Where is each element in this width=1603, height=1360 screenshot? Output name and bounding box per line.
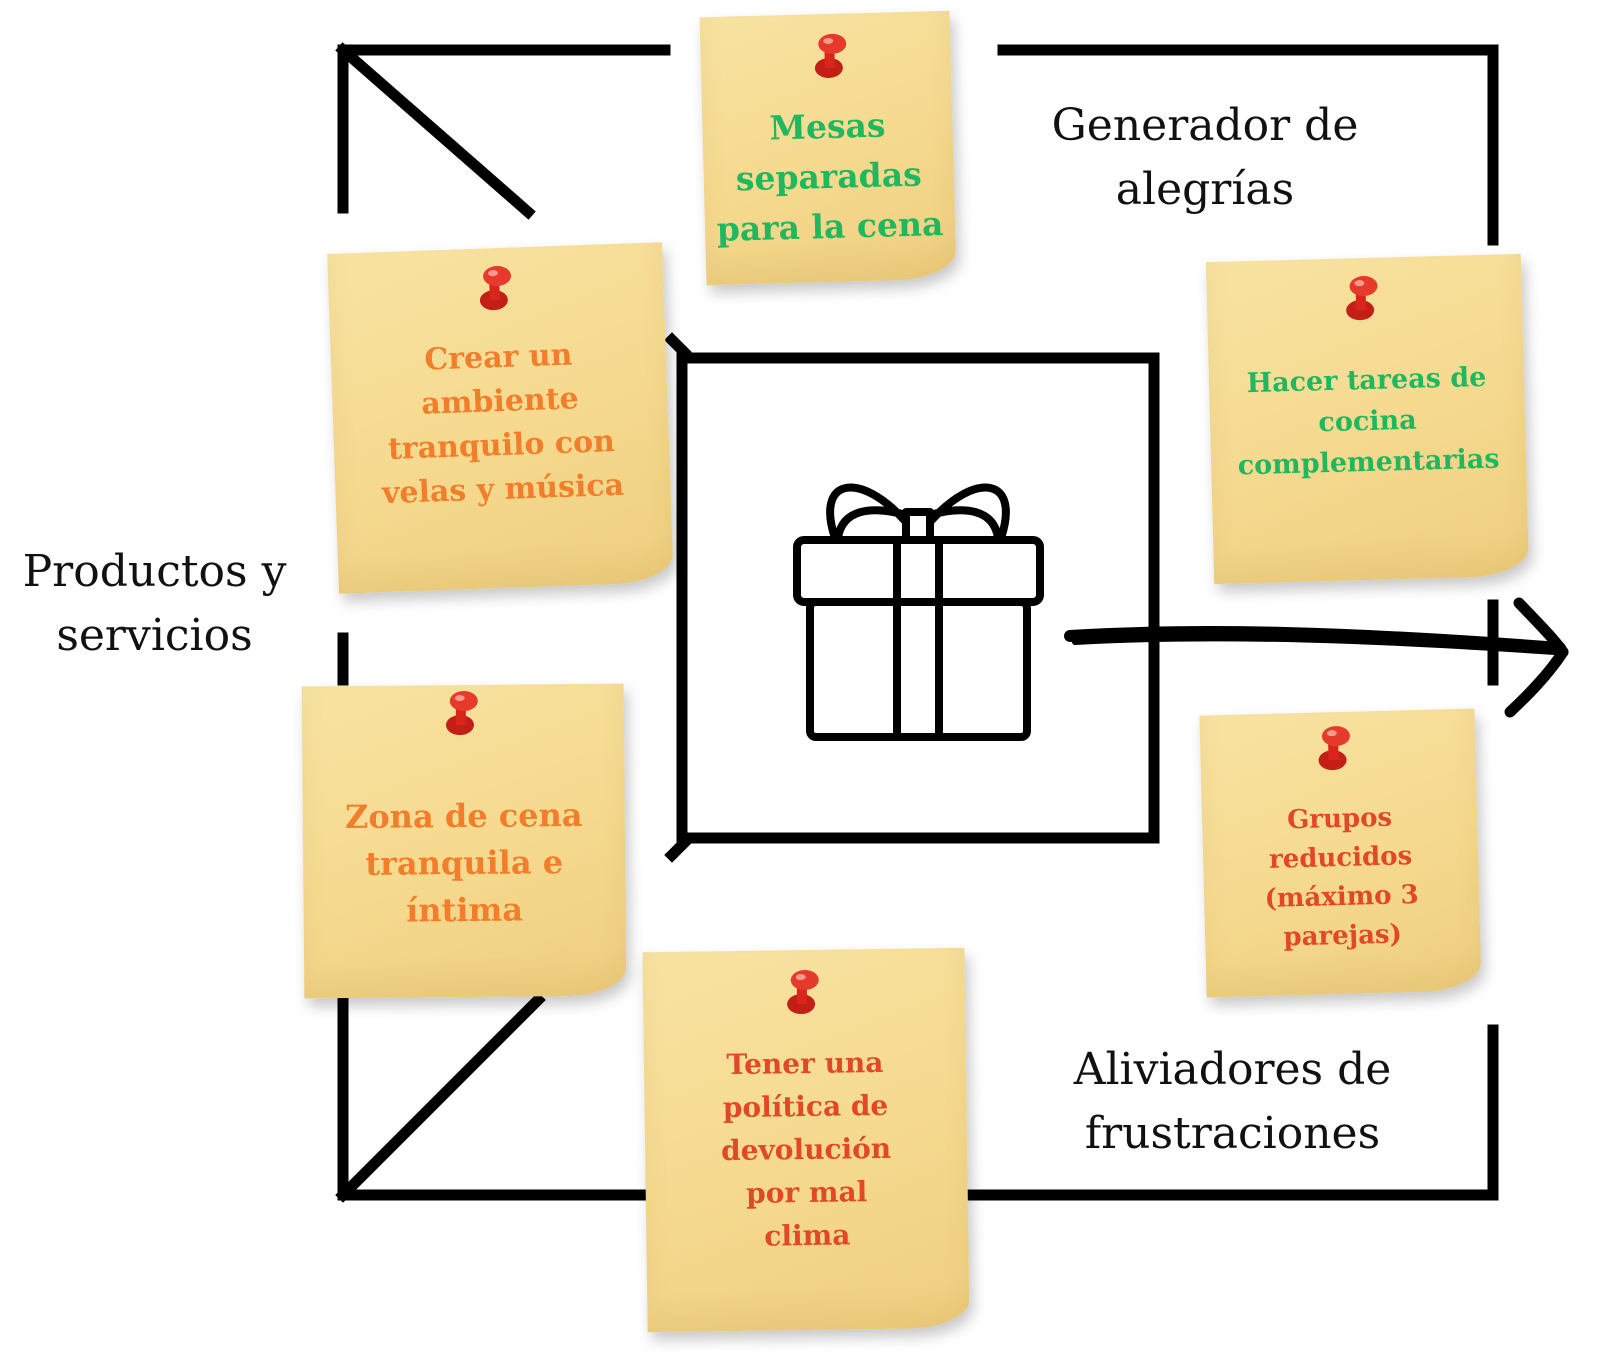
sticky-note-ambiente: Crear un ambiente tranquilo con velas y … (327, 242, 674, 594)
arrow-right-icon (1064, 597, 1569, 718)
note-text-ambiente: Crear un ambiente tranquilo con velas y … (381, 337, 625, 512)
products-and-services-label: Productos y servicios (22, 546, 287, 661)
sticky-note-zona: Zona de cena tranquila e íntima (301, 683, 627, 999)
center-box (676, 352, 1160, 844)
note-text-tareas: Hacer tareas de cocina complementarias (1237, 361, 1500, 482)
note-text-politica: Tener una política de devolución por mal… (720, 1045, 892, 1253)
lower-diagonal-line (335, 992, 546, 1203)
pushpin-icon (445, 690, 478, 736)
pushpin-icon (787, 970, 819, 1015)
lower-corner-tick (664, 835, 692, 863)
note-text-grupos: Grupos reducidos (máximo 3 parejas) (1264, 802, 1420, 953)
sticky-note-grupos: Grupos reducidos (máximo 3 parejas) (1199, 708, 1482, 998)
pushpin-icon (1318, 726, 1350, 771)
gift-icon (793, 483, 1044, 741)
sticky-note-politica: Tener una política de devolución por mal… (642, 947, 970, 1333)
note-text-mesas: Mesas separadas para la cena (716, 105, 944, 249)
upper-diagonal-line (335, 42, 536, 220)
pushpin-icon (479, 266, 512, 311)
upper-corner-tick (664, 332, 692, 360)
gain-creators-label: Generador de alegrías (1051, 100, 1359, 215)
pain-relievers-label: Aliviadores de frustraciones (1073, 1044, 1392, 1159)
pushpin-icon (1346, 276, 1378, 321)
note-text-zona: Zona de cena tranquila e íntima (344, 795, 583, 930)
pushpin-icon (814, 33, 847, 78)
sticky-note-mesas: Mesas separadas para la cena (699, 10, 957, 286)
sticky-note-tareas: Hacer tareas de cocina complementarias (1205, 253, 1530, 585)
